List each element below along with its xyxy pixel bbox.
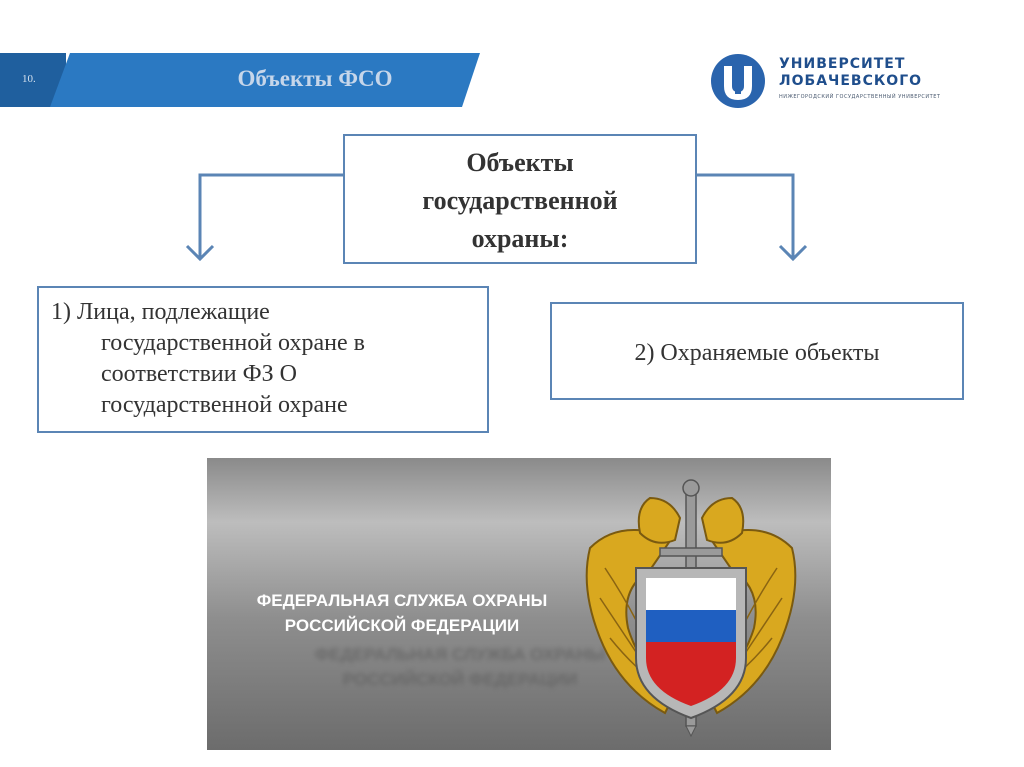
left-arrow-icon <box>185 244 215 262</box>
logo-text-line2: ЛОБАЧЕВСКОГО <box>779 73 923 89</box>
logo-text-line3: НИЖЕГОРОДСКИЙ ГОСУДАРСТВЕННЫЙ УНИВЕРСИТЕ… <box>779 94 941 100</box>
right-arrow-icon <box>778 244 808 262</box>
left-box-line3: соответствии ФЗ О <box>101 361 297 387</box>
left-box-line1: 1) Лица, подлежащие <box>51 299 270 325</box>
university-logo-icon <box>711 54 765 108</box>
banner-line2: РОССИЙСКОЙ ФЕДЕРАЦИИ <box>284 616 520 635</box>
main-box-line1: Объекты <box>466 148 574 177</box>
logo-text-line1: УНИВЕРСИТЕТ <box>779 56 906 72</box>
fso-emblem-icon <box>585 479 797 738</box>
banner-line1: ФЕДЕРАЛЬНАЯ СЛУЖБА ОХРАНЫ <box>256 591 548 610</box>
left-box-line2: государственной охране в <box>101 330 365 356</box>
left-connector <box>198 173 343 258</box>
main-box-line2: государственной <box>422 186 618 215</box>
main-box-line3: охраны: <box>471 224 569 253</box>
slide-title: Объекты ФСО <box>237 66 393 91</box>
banner-shadow-text: ФЕДЕРАЛЬНАЯ СЛУЖБА ОХРАНЫ РОССИЙСКОЙ ФЕД… <box>314 645 606 689</box>
protected-objects-box: 2) Охраняемые объекты <box>550 302 964 400</box>
left-box-line4: государственной охране <box>101 392 348 418</box>
protected-persons-box: 1) Лица, подлежащие государственной охра… <box>37 286 489 433</box>
right-connector <box>697 173 795 258</box>
slide-number-block: 10. <box>0 53 66 107</box>
right-box-label: 2) Охраняемые объекты <box>634 340 880 366</box>
banner-caption: ФЕДЕРАЛЬНАЯ СЛУЖБА ОХРАНЫ РОССИЙСКОЙ ФЕД… <box>222 588 582 638</box>
header-band <box>50 53 480 107</box>
objects-of-protection-box: Объекты государственной охраны: <box>343 134 697 264</box>
slide-number: 10. <box>22 73 36 85</box>
